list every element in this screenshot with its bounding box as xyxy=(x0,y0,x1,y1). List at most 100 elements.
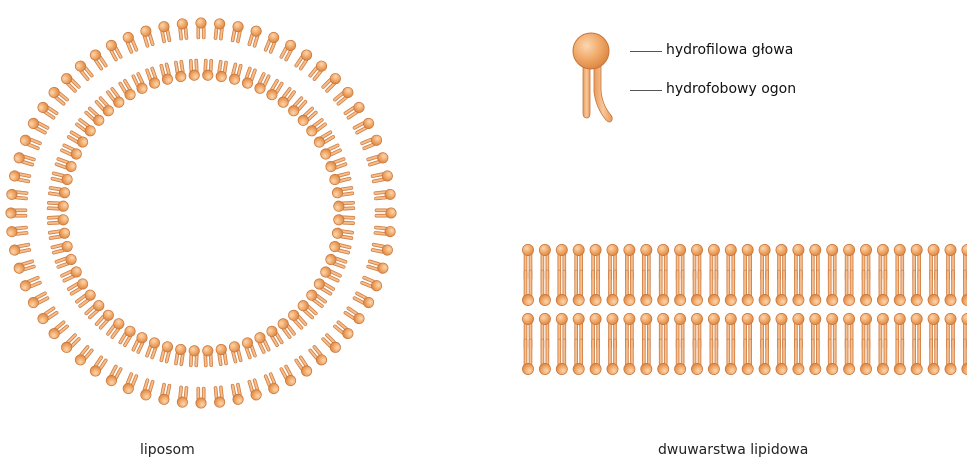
bilayer-bottom-inner-lipid xyxy=(810,339,821,375)
liposome-outer-lipid xyxy=(263,372,281,396)
liposome-inner-lipid xyxy=(228,341,243,364)
bilayer-top-inner-lipid xyxy=(810,270,821,306)
bilayer-top-inner-lipid xyxy=(793,270,804,306)
liposome-outer-lipid xyxy=(374,225,396,237)
liposome-inner-lipid xyxy=(50,240,73,255)
liposome-inner-lipid xyxy=(228,62,243,85)
bilayer-bottom-inner-lipid xyxy=(894,339,905,375)
bilayer-bottom-inner-lipid xyxy=(522,339,533,375)
liposome-inner-lipid xyxy=(202,59,213,81)
liposome-outer-lipid xyxy=(47,85,70,106)
bilayer-top-inner-lipid xyxy=(860,270,871,306)
liposome-outer-lipid xyxy=(19,275,43,293)
liposome-outer-lipid xyxy=(263,31,281,55)
bilayer-top-inner-lipid xyxy=(945,270,956,306)
liposome-outer-lipid xyxy=(196,387,206,408)
bilayer-bottom-inner-lipid xyxy=(675,339,686,375)
liposome-outer-lipid xyxy=(320,71,342,93)
liposome-inner-lipid xyxy=(215,344,228,366)
bilayer-top-inner-lipid xyxy=(708,270,719,306)
liposome-inner-lipid xyxy=(47,214,69,225)
liposome-outer-lipid xyxy=(230,383,244,406)
liposome xyxy=(6,18,396,408)
liposome-outer-lipid xyxy=(59,71,81,93)
bilayer-bottom-inner-lipid xyxy=(793,339,804,375)
liposome-outer-lipid xyxy=(230,21,244,44)
bilayer-bottom-inner-lipid xyxy=(539,339,550,375)
liposome-outer-lipid xyxy=(293,355,313,378)
liposome-outer-lipid xyxy=(19,133,43,151)
liposome-outer-lipid xyxy=(36,100,59,120)
bilayer-top-inner-lipid xyxy=(911,270,922,306)
liposome-outer-lipid xyxy=(293,48,313,71)
liposome-outer-lipid xyxy=(13,151,36,167)
liposome-outer-lipid xyxy=(121,372,139,396)
bilayer-top-inner-lipid xyxy=(725,270,736,306)
bilayer-top-inner-lipid xyxy=(776,270,787,306)
bilayer-top-inner-lipid xyxy=(759,270,770,306)
liposome-inner-lipid xyxy=(50,171,73,186)
liposome-outer-lipid xyxy=(278,364,297,388)
bilayer-top-inner-lipid xyxy=(573,270,584,306)
liposome-outer-lipid xyxy=(6,225,28,237)
liposome-outer-lipid xyxy=(320,332,342,354)
liposome-outer-lipid xyxy=(158,383,172,406)
liposome-inner-lipid xyxy=(159,62,174,85)
liposome-outer-lipid xyxy=(343,100,366,120)
liposome-outer-lipid xyxy=(9,170,32,184)
liposome-outer-lipid xyxy=(332,85,355,106)
liposome-outer-lipid xyxy=(121,31,139,55)
bilayer-top-inner-lipid xyxy=(658,270,669,306)
bilayer-top-inner-lipid xyxy=(877,270,888,306)
legend-label-hydrophilic-head: hydrofilowa głowa xyxy=(666,42,793,58)
liposome-inner-lipid xyxy=(202,345,213,367)
bilayer-top-inner-lipid xyxy=(827,270,838,306)
bilayer-bottom-inner-lipid xyxy=(573,339,584,375)
liposome-outer-lipid xyxy=(307,344,328,367)
caption-lipid-bilayer: dwuwarstwa lipidowa xyxy=(658,442,808,458)
liposome-inner-lipid xyxy=(173,344,186,366)
bilayer-top-inner-lipid xyxy=(691,270,702,306)
liposome-outer-lipid xyxy=(247,378,263,401)
bilayer-top-inner-lipid xyxy=(844,270,855,306)
legend-tail-right xyxy=(594,60,612,122)
bilayer-top-inner-lipid xyxy=(590,270,601,306)
liposome-outer-lipid xyxy=(13,259,36,275)
legend-leader-line-head xyxy=(630,51,662,52)
liposome-outer-lipid xyxy=(278,38,297,62)
bilayer-bottom-inner-lipid xyxy=(776,339,787,375)
bilayer-bottom-inner-lipid xyxy=(641,339,652,375)
bilayer-top-inner-lipid xyxy=(962,270,967,306)
liposome-outer-lipid xyxy=(360,275,384,293)
bilayer-top-inner-lipid xyxy=(607,270,618,306)
liposome-inner-lipid xyxy=(188,345,199,367)
bilayer-top-inner-lipid xyxy=(675,270,686,306)
bilayer-bottom-inner-lipid xyxy=(725,339,736,375)
liposome-outer-lipid xyxy=(6,208,27,218)
liposome-outer-lipid xyxy=(352,116,376,135)
liposome-outer-lipid xyxy=(139,25,155,48)
liposome-outer-lipid xyxy=(375,208,396,218)
bilayer-top-inner-lipid xyxy=(641,270,652,306)
bilayer-bottom-inner-lipid xyxy=(877,339,888,375)
caption-liposome: liposom xyxy=(140,442,195,458)
liposome-outer-lipid xyxy=(9,242,32,256)
liposome-inner-lipid xyxy=(47,200,69,211)
liposome-outer-lipid xyxy=(104,364,123,388)
bilayer-bottom-inner-lipid xyxy=(590,339,601,375)
liposome-outer-lipid xyxy=(247,25,263,48)
bilayer-top-inner-lipid xyxy=(556,270,567,306)
liposome-inner-lipid xyxy=(329,171,352,186)
liposome-inner-lipid xyxy=(332,227,354,240)
liposome-inner-lipid xyxy=(215,60,228,82)
liposome-outer-lipid xyxy=(177,386,189,408)
liposome-inner-lipid xyxy=(173,60,186,82)
bilayer-bottom-inner-lipid xyxy=(742,339,753,375)
bilayer-bottom-inner-lipid xyxy=(658,339,669,375)
liposome-outer-lipid xyxy=(104,38,123,62)
liposome-outer-lipid xyxy=(366,151,389,167)
legend-leader-line-tail xyxy=(630,90,662,91)
liposome-outer-lipid xyxy=(352,290,376,309)
bilayer-bottom-inner-lipid xyxy=(708,339,719,375)
bilayer-top-inner-lipid xyxy=(928,270,939,306)
